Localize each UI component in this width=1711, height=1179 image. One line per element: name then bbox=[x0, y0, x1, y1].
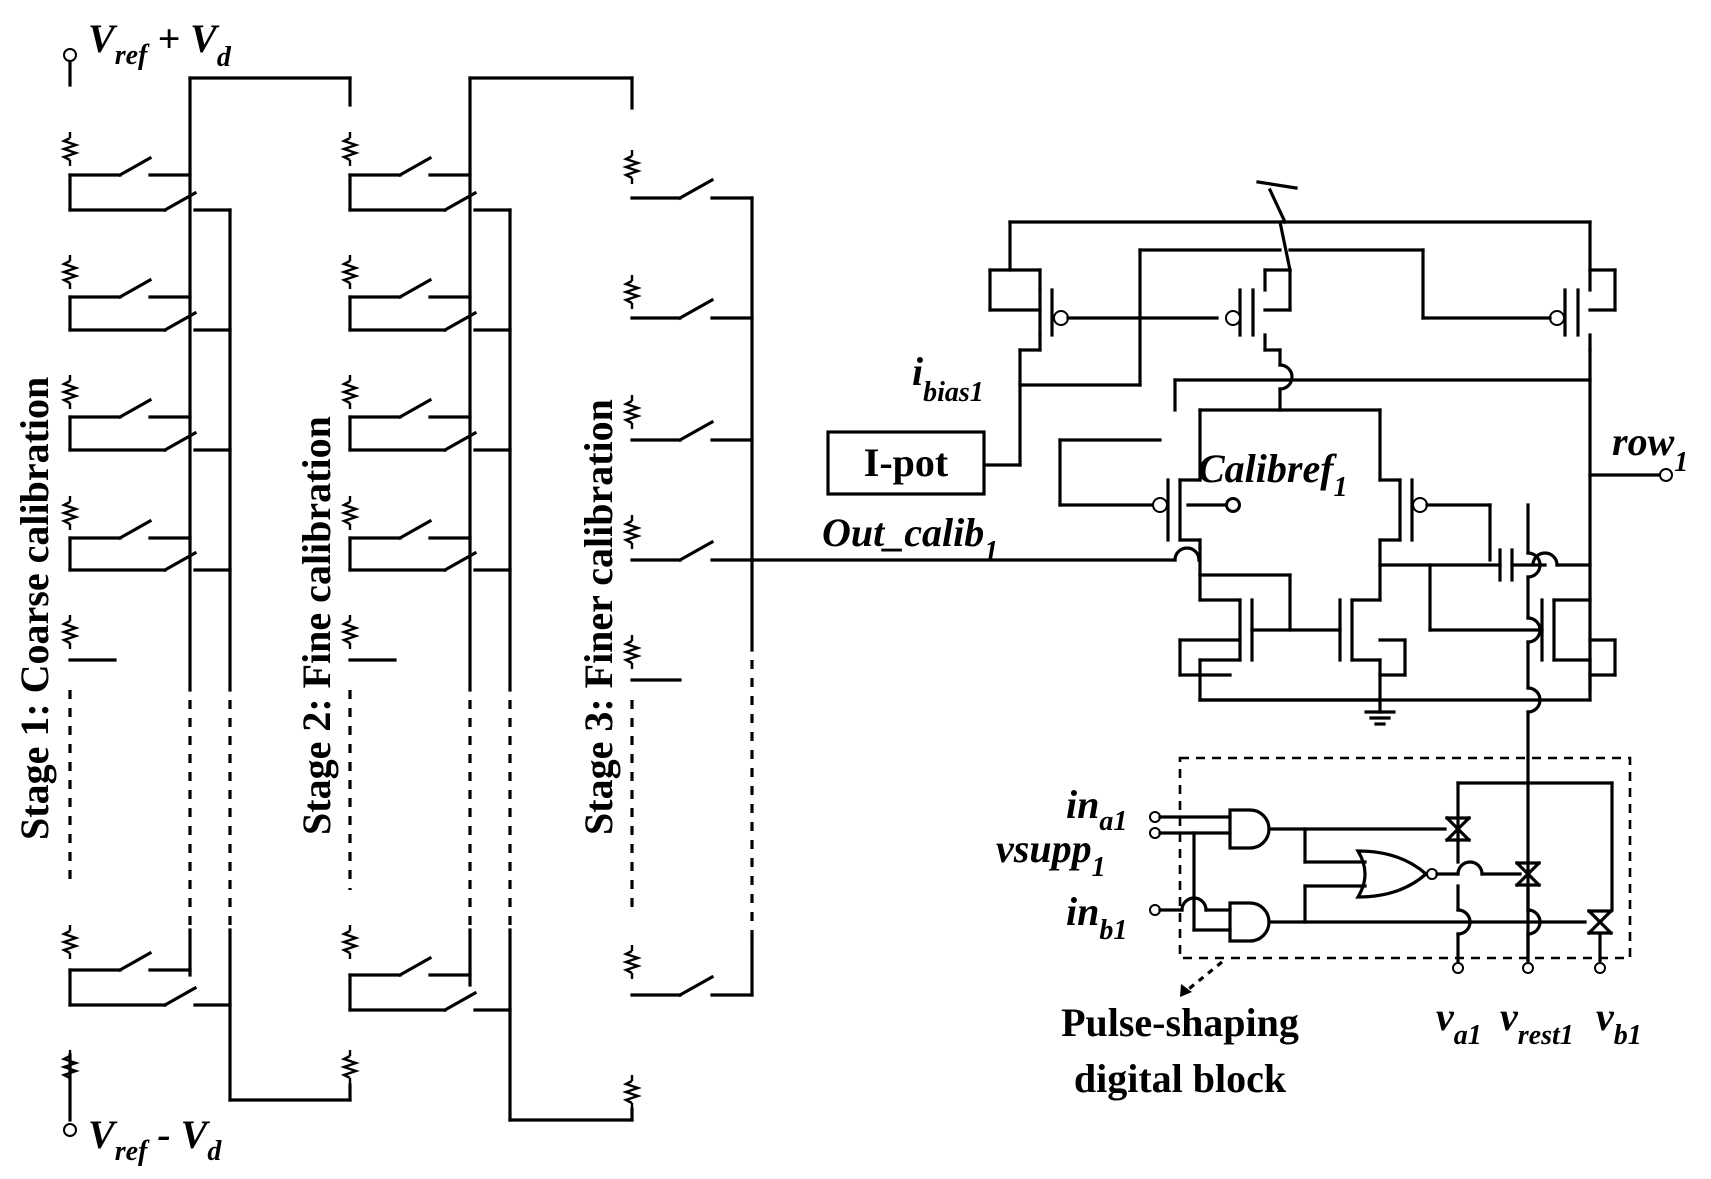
ipot-label: I-pot bbox=[864, 440, 949, 485]
ibias-label: ibias1 bbox=[912, 349, 984, 408]
out-calib-label: Out_calib1 bbox=[822, 510, 998, 567]
ipot-box bbox=[826, 430, 986, 496]
row-terminal[interactable] bbox=[1659, 468, 1673, 482]
bias-circuit bbox=[983, 180, 1662, 962]
in-b-label: inb1 bbox=[1066, 889, 1127, 946]
stage3-ladder bbox=[624, 148, 1177, 1122]
pulse-shaping-title-line2: digital block bbox=[1074, 1056, 1287, 1101]
in-a-label: ina1 bbox=[1066, 782, 1127, 837]
vref-minus-terminal[interactable] bbox=[63, 1123, 77, 1137]
stage2-label: Stage 2: Fine calibration bbox=[294, 416, 339, 835]
pulse-shaping-title-line1: Pulse-shaping bbox=[1061, 1000, 1299, 1045]
stage2-ladder bbox=[342, 76, 634, 1122]
vref-plus-terminal[interactable] bbox=[63, 48, 77, 62]
pulse-shaping-block bbox=[1149, 756, 1632, 997]
stage3-label: Stage 3: Finer calibration bbox=[576, 399, 621, 835]
vrest-label: vrest1 bbox=[1500, 994, 1574, 1051]
stage1-label: Stage 1: Coarse calibration bbox=[12, 377, 57, 840]
vref-minus-label: Vref - Vd bbox=[88, 1112, 222, 1167]
vsupp-label: vsupp1 bbox=[996, 826, 1106, 883]
calibref-terminal[interactable] bbox=[1226, 498, 1240, 512]
vref-plus-label: Vref + Vd bbox=[88, 16, 232, 73]
calibref-label: Calibref1 bbox=[1198, 446, 1348, 503]
row-label: row1 bbox=[1612, 419, 1688, 478]
vb-label: vb1 bbox=[1596, 994, 1642, 1051]
stage1-ladder bbox=[62, 58, 352, 1122]
va-label: va1 bbox=[1436, 994, 1482, 1051]
